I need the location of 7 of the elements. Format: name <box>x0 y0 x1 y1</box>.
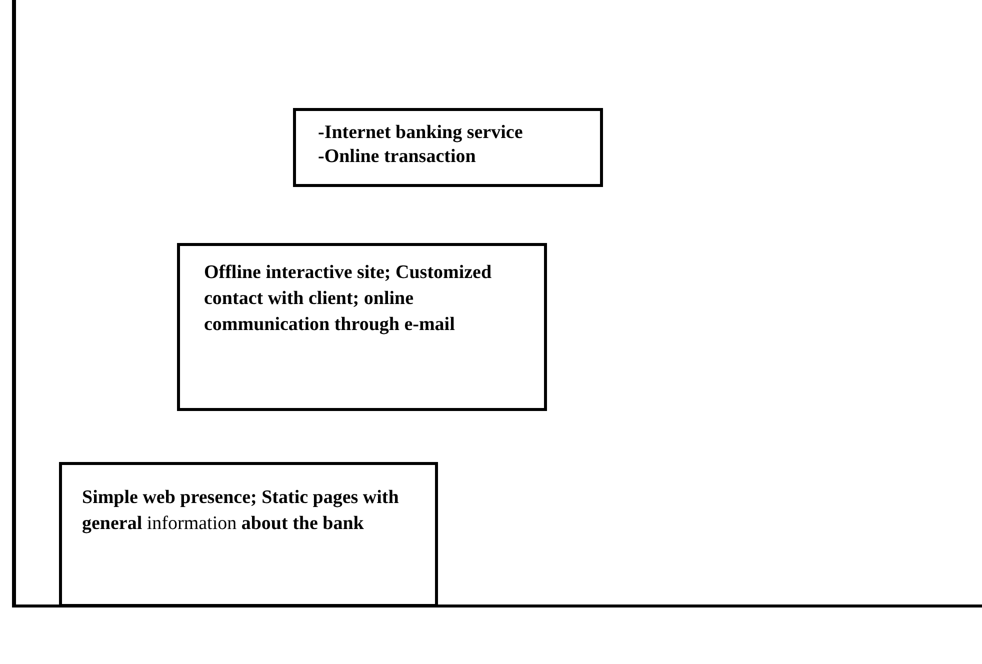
box-text: -Online transaction <box>318 145 477 169</box>
box-text: Offline interactive site; Customized contact with client; online communication through e-mail <box>204 261 493 337</box>
box-text: Simple web presence; Static pages with general information about the bank <box>82 486 400 536</box>
text-box <box>177 243 547 411</box>
text-box <box>293 108 603 187</box>
box-text: -Internet banking service <box>318 121 524 145</box>
text-box <box>59 462 438 607</box>
